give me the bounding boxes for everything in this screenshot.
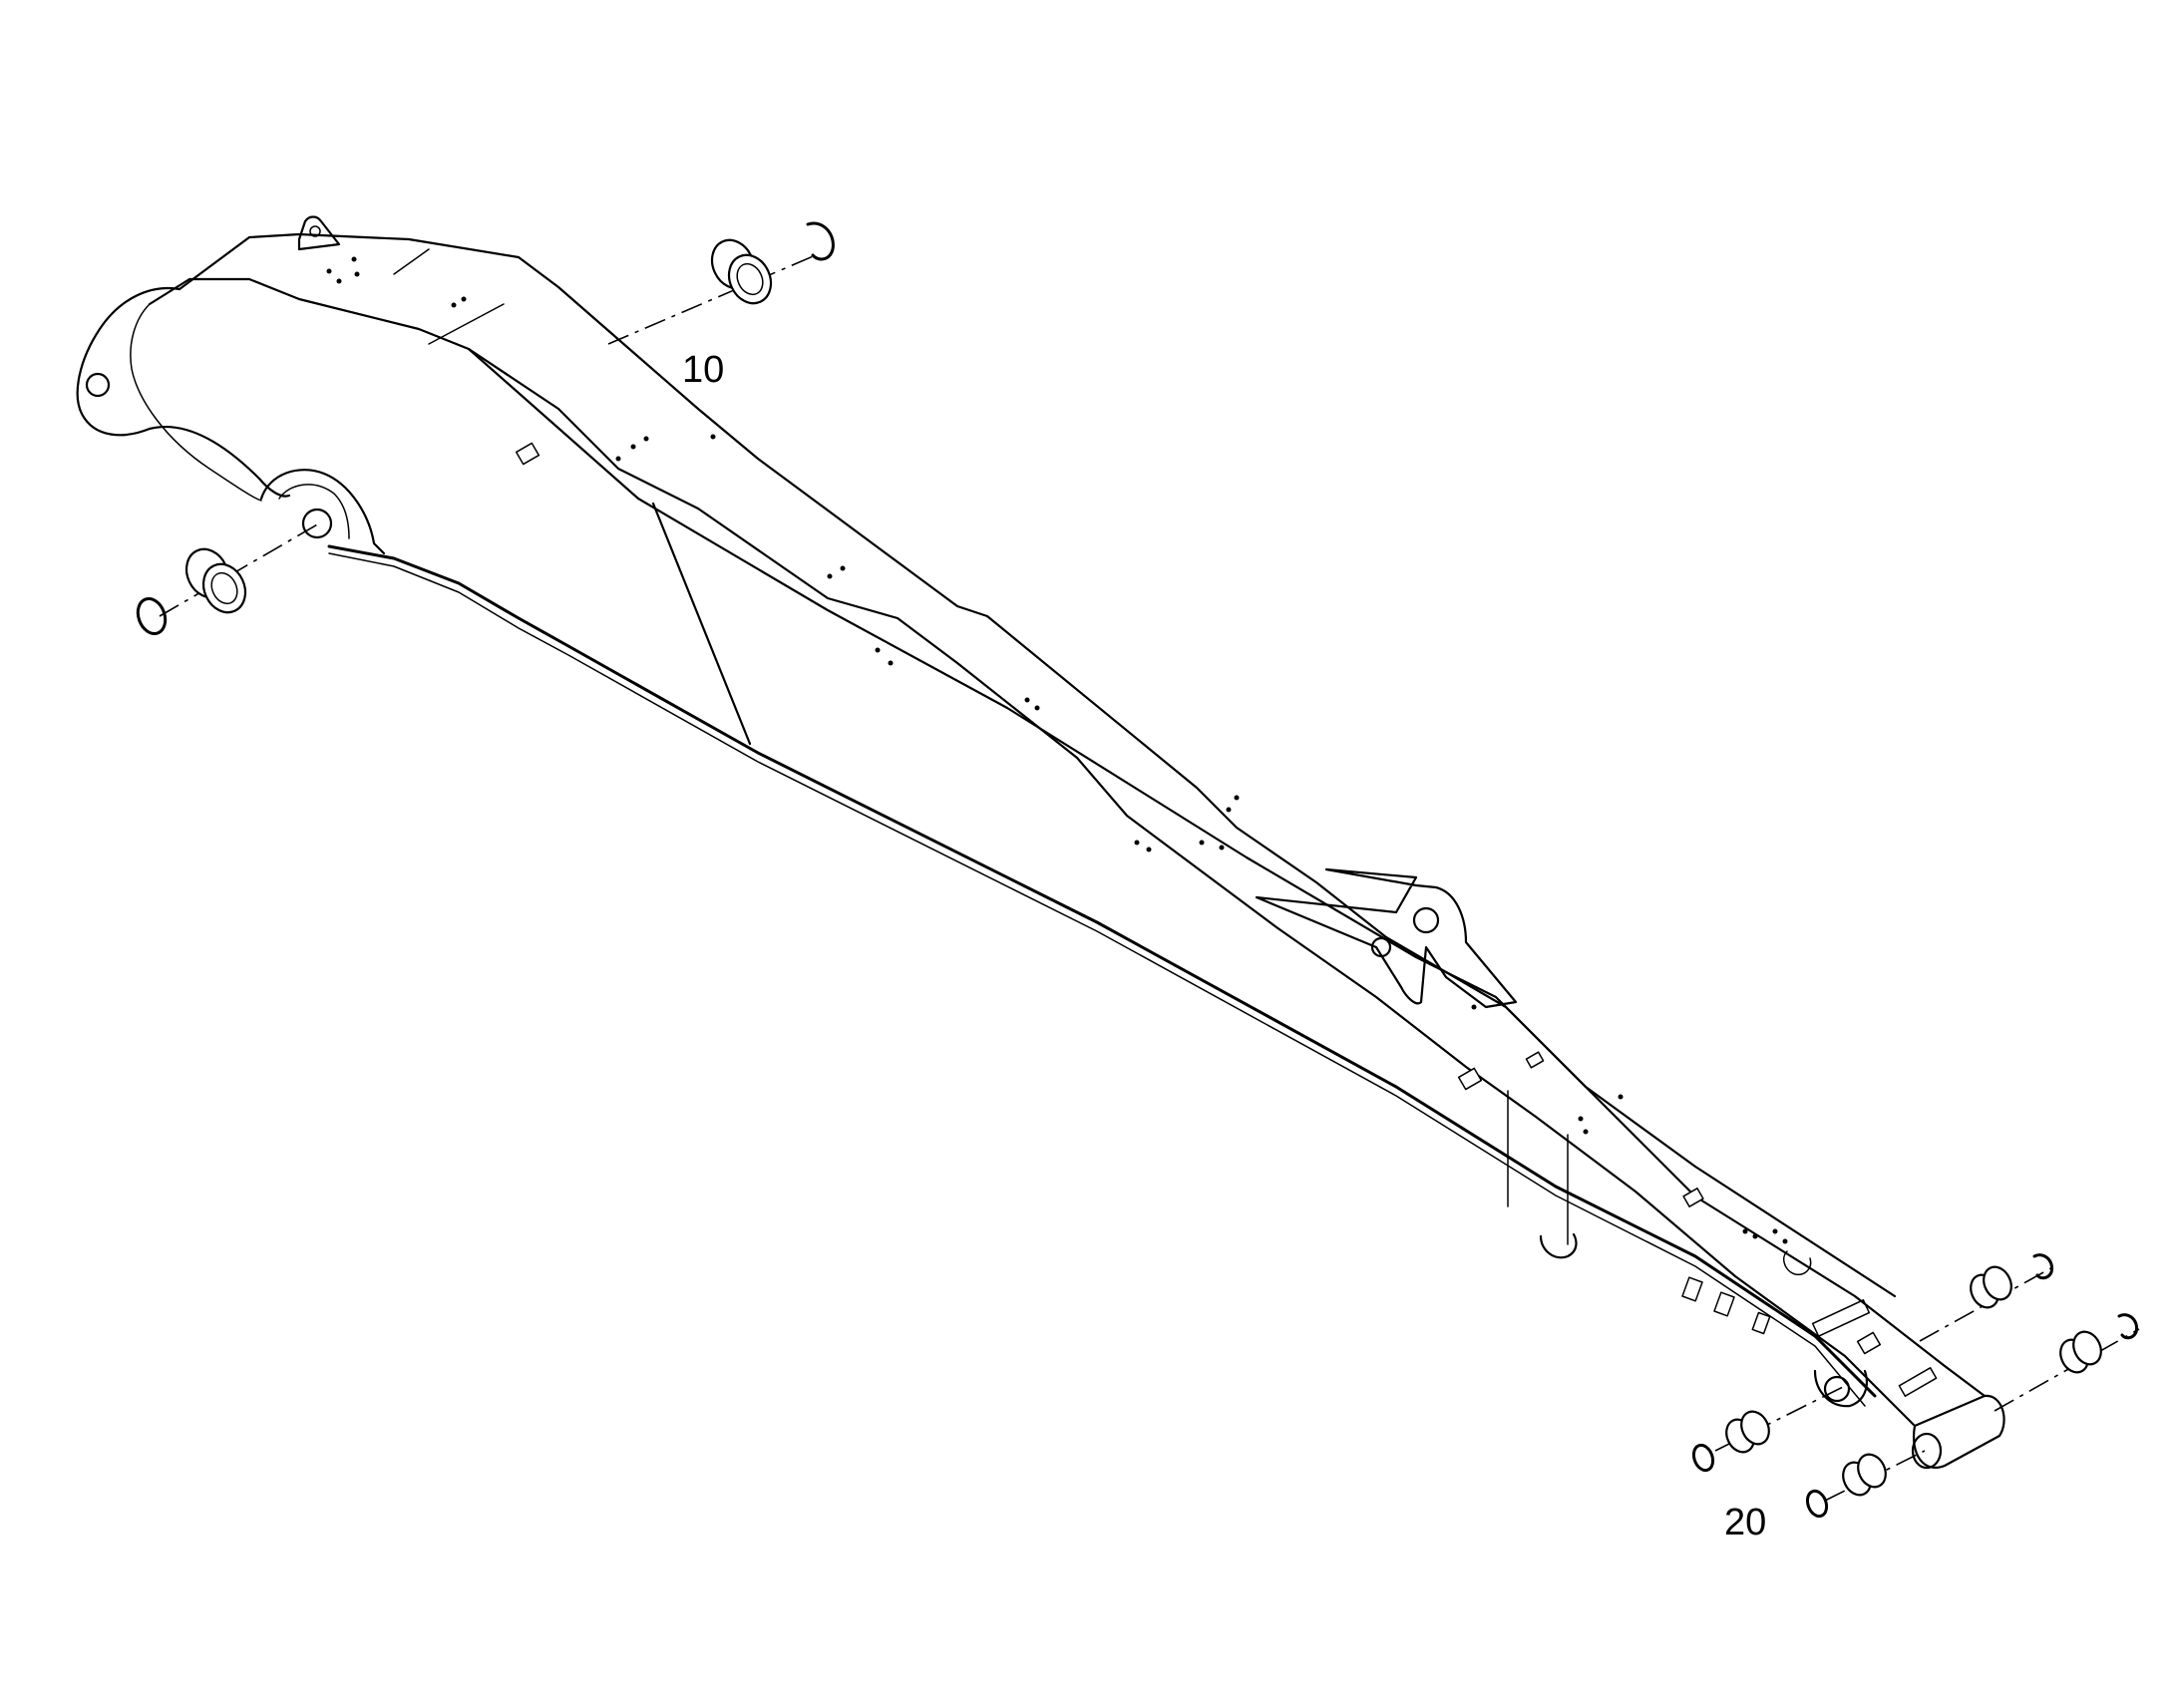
lifting-lug [297, 215, 341, 251]
boom-bottom-edge [327, 544, 1877, 1398]
boom-top-plate-edge [148, 277, 1917, 1428]
bushing-20-bottom [1842, 1453, 1887, 1497]
centerline-10-bottom [159, 522, 320, 617]
boom-bottom-edge-inner [328, 552, 1866, 1407]
boom-bolt-dots [326, 256, 1788, 1244]
front-boss-left [1813, 1369, 1868, 1408]
front-left-pin-hole [1823, 1375, 1851, 1403]
cylinder-pin-hole [301, 508, 333, 539]
bushing-10-bottom [184, 547, 247, 614]
boom-foot-inner [130, 303, 262, 502]
snap-ring-10-top [806, 221, 835, 261]
warning-plate [1811, 1299, 1871, 1337]
arm-bracket-hole-1 [1412, 906, 1440, 934]
centerline-20-left [1714, 1385, 1846, 1452]
nameplate [1898, 1367, 1938, 1397]
centerline-10-top [607, 253, 819, 345]
bushing-20-upper [1970, 1265, 2012, 1309]
snap-ring-20-lower [2117, 1313, 2139, 1340]
boom-top-crossline-2 [393, 248, 430, 275]
arm-bracket-hole-2 [1370, 936, 1392, 958]
part-10-assembly [136, 221, 835, 635]
o-ring-20-left [1691, 1443, 1715, 1473]
arm-bracket-outline [1255, 867, 1518, 1009]
front-boss-right [1912, 1394, 2005, 1469]
boom-top-edge [178, 232, 1987, 1398]
boom-body [76, 215, 2005, 1470]
boom-foot-outline [76, 287, 291, 498]
callout-10: 10 [682, 349, 725, 391]
bushing-20-lower [2059, 1330, 2102, 1374]
o-ring-20-bottom [1805, 1489, 1829, 1519]
boom-hardware [515, 442, 1882, 1355]
lower-lug [1539, 1232, 1578, 1259]
front-right-pin-hole [1911, 1432, 1943, 1470]
boom-cylinder-boss [259, 469, 386, 555]
bushing-20-left [1725, 1410, 1770, 1454]
bushing-10-top [710, 238, 773, 305]
boom-top-crossline-1 [428, 303, 505, 345]
foot-pin-hole [85, 372, 111, 398]
centerline-20-upper [1919, 1265, 2055, 1342]
part-20-assembly [1691, 1253, 2140, 1519]
centerline-20-lower [1994, 1328, 2140, 1412]
boom-diagonal-plate [651, 502, 752, 746]
callout-20: 20 [1724, 1502, 1767, 1543]
boom-side-plate-line [467, 347, 1897, 1298]
o-ring-10-bottom [136, 597, 168, 635]
lifting-lug-hole [309, 225, 321, 237]
snap-ring-20-upper [2032, 1253, 2054, 1280]
boom-cylinder-boss-inner [278, 484, 350, 539]
